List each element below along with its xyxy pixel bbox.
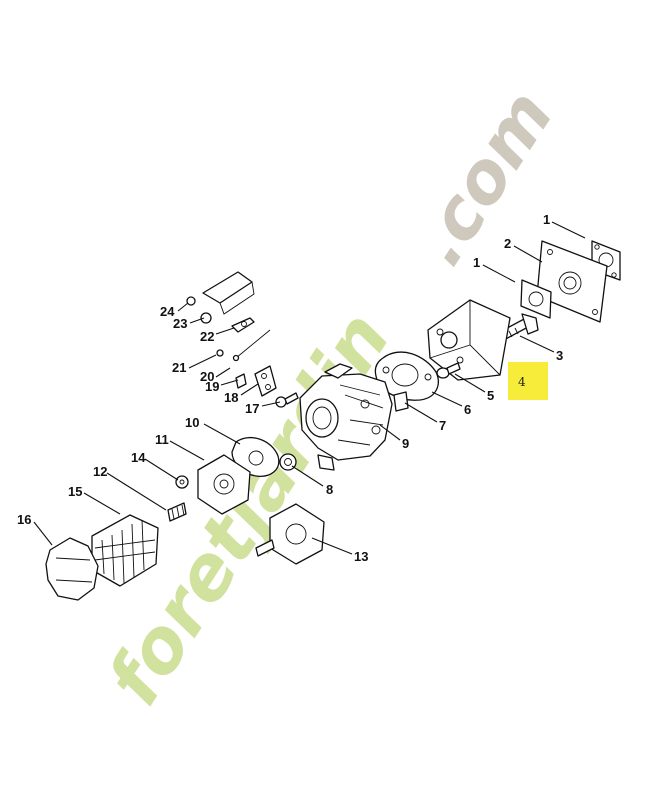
part-1-gasket-lower <box>520 279 552 319</box>
part-19-screw <box>235 373 247 389</box>
watermark-text-main: foretjardin <box>91 297 407 719</box>
part-9-carburetor <box>299 363 393 471</box>
callout-14: 14 <box>131 450 146 465</box>
callout-19: 19 <box>205 379 219 394</box>
callout-labels: 1 2 1 3 4 5 6 7 8 9 10 11 12 13 14 15 16… <box>17 212 563 564</box>
part-13-pump <box>255 503 325 565</box>
callout-13: 13 <box>354 549 368 564</box>
callout-23: 23 <box>173 316 187 331</box>
callout-16: 16 <box>17 512 31 527</box>
part-20-21-clips <box>216 329 271 362</box>
callout-1-top: 1 <box>543 212 550 227</box>
part-12-spring <box>167 502 187 522</box>
part-16-cap <box>45 537 99 601</box>
part-11-pump-cover <box>197 454 251 515</box>
callout-2: 2 <box>504 236 511 251</box>
callout-9: 9 <box>402 436 409 451</box>
callout-24: 24 <box>160 304 175 319</box>
callout-12: 12 <box>93 464 107 479</box>
highlight-box <box>508 362 548 400</box>
callout-5: 5 <box>487 388 494 403</box>
part-14-screw <box>175 475 189 489</box>
callout-6: 6 <box>464 402 471 417</box>
highlight-label: 4 <box>518 375 526 389</box>
callout-1-lower: 1 <box>473 255 480 270</box>
callout-15: 15 <box>68 484 82 499</box>
callout-20: 20 <box>200 369 214 384</box>
callout-21: 21 <box>172 360 186 375</box>
part-15-filter <box>91 514 159 587</box>
callout-11: 11 <box>155 432 169 447</box>
part-18-bracket <box>254 365 277 397</box>
part-7-plug <box>393 391 409 412</box>
callout-18: 18 <box>224 390 238 405</box>
callout-8: 8 <box>326 482 333 497</box>
part-4-highlight[interactable]: 4 <box>508 362 548 400</box>
part-23-24-choke <box>186 271 255 324</box>
part-2-gasket-plate <box>536 240 608 323</box>
callout-3: 3 <box>556 348 563 363</box>
part-22-lever <box>231 317 255 333</box>
part-6-gasket <box>374 351 439 401</box>
callout-10: 10 <box>185 415 199 430</box>
callout-17: 17 <box>245 401 259 416</box>
leader-lines <box>33 221 586 555</box>
callout-22: 22 <box>200 329 214 344</box>
part-4-flange <box>427 299 511 381</box>
part-5-screw <box>436 362 461 379</box>
callout-7: 7 <box>439 418 446 433</box>
part-17-screw <box>275 392 299 408</box>
